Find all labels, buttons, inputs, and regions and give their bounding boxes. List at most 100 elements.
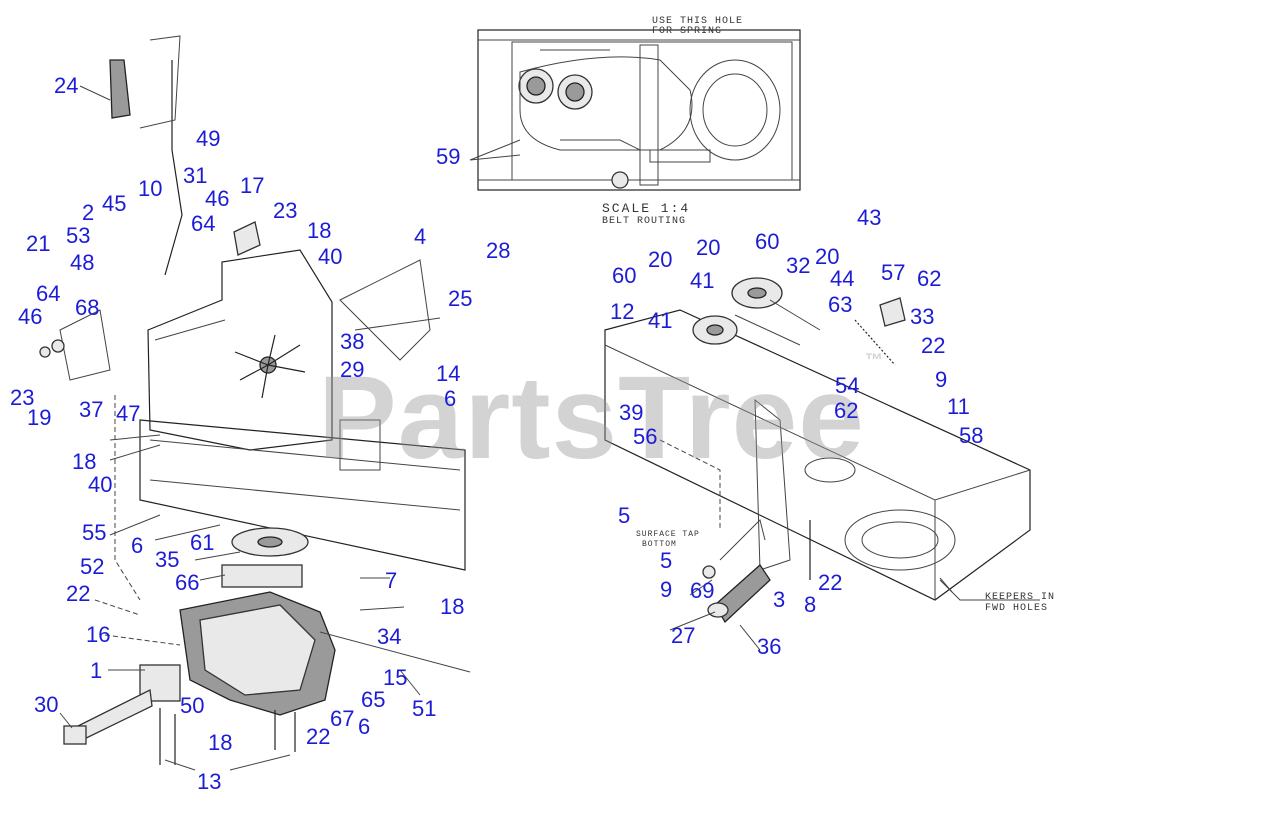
callout-17[interactable]: 17 [240,173,265,198]
callout-44[interactable]: 44 [830,266,855,291]
callout-5b[interactable]: 5 [660,548,673,573]
callout-68[interactable]: 68 [75,295,100,320]
callout-41[interactable]: 41 [690,268,715,293]
callout-64b[interactable]: 64 [36,281,61,306]
callout-46[interactable]: 46 [205,186,230,211]
callout-58[interactable]: 58 [959,423,984,448]
callout-23[interactable]: 23 [273,198,298,223]
callout-35[interactable]: 35 [155,547,180,572]
callout-51[interactable]: 51 [412,696,437,721]
callout-55[interactable]: 55 [82,520,107,545]
callout-10[interactable]: 10 [138,176,163,201]
callout-6b[interactable]: 6 [131,533,144,558]
callout-52[interactable]: 52 [80,554,105,579]
belt-routing-inset [477,29,801,191]
callout-48[interactable]: 48 [70,250,95,275]
scale-note: SCALE 1:4 [602,201,691,216]
callout-41b[interactable]: 41 [648,308,673,333]
use-hole-note-2: FOR SPRING [652,26,723,37]
callout-3[interactable]: 3 [773,587,786,612]
callout-60[interactable]: 60 [755,229,780,254]
callout-11[interactable]: 11 [947,394,970,419]
callout-20[interactable]: 20 [696,235,721,260]
callout-19[interactable]: 19 [27,405,52,430]
right-assembly [604,277,1040,624]
callout-22[interactable]: 22 [66,581,91,606]
callout-62[interactable]: 62 [917,266,942,291]
callout-45[interactable]: 45 [102,191,127,216]
callout-47[interactable]: 47 [116,401,141,426]
callout-15[interactable]: 15 [383,665,408,690]
callout-40[interactable]: 40 [318,244,343,269]
callout-65[interactable]: 65 [361,687,386,712]
callout-21[interactable]: 21 [26,231,51,256]
callout-22b[interactable]: 22 [306,724,331,749]
callout-20b[interactable]: 20 [648,247,673,272]
callout-57[interactable]: 57 [881,260,906,285]
callout-16[interactable]: 16 [86,622,111,647]
callout-63[interactable]: 63 [828,292,853,317]
callout-14[interactable]: 14 [436,361,461,386]
callout-46b[interactable]: 46 [18,304,43,329]
leader-lines [59,85,953,771]
callout-13[interactable]: 13 [197,769,222,794]
callout-6[interactable]: 6 [444,386,457,411]
callout-2[interactable]: 2 [82,200,95,225]
callout-49[interactable]: 49 [196,126,221,151]
callout-20c[interactable]: 20 [815,244,840,269]
callout-12[interactable]: 12 [610,299,635,324]
callout-22d[interactable]: 22 [818,570,843,595]
callout-9[interactable]: 9 [935,367,948,392]
belt-routing-note: BELT ROUTING [602,216,687,227]
callout-27[interactable]: 27 [671,623,696,648]
callout-62b[interactable]: 62 [834,398,859,423]
watermark: PartsTree™ [318,350,884,484]
callout-29[interactable]: 29 [340,357,365,382]
callout-32[interactable]: 32 [786,253,811,278]
callout-18[interactable]: 18 [307,218,332,243]
callout-9b[interactable]: 9 [660,577,673,602]
callout-31[interactable]: 31 [183,163,208,188]
callout-69[interactable]: 69 [690,578,715,603]
callout-33[interactable]: 33 [910,304,935,329]
callout-18c[interactable]: 18 [440,594,465,619]
callout-23b[interactable]: 23 [10,385,35,410]
callout-64[interactable]: 64 [191,211,216,236]
callout-22c[interactable]: 22 [921,333,946,358]
callout-59[interactable]: 59 [436,144,461,169]
callout-50[interactable]: 50 [180,693,205,718]
left-assembly [39,35,471,765]
callout-39[interactable]: 39 [619,400,644,425]
callout-4[interactable]: 4 [414,224,427,249]
callout-43[interactable]: 43 [857,205,882,230]
callout-5[interactable]: 5 [618,503,631,528]
callout-28[interactable]: 28 [486,238,511,263]
callout-18d[interactable]: 18 [208,730,233,755]
callout-36[interactable]: 36 [757,634,782,659]
surface-tap-note: SURFACE TAP [636,530,700,539]
callout-37[interactable]: 37 [79,397,104,422]
callout-30[interactable]: 30 [34,692,59,717]
callout-60b[interactable]: 60 [612,263,637,288]
callout-7[interactable]: 7 [385,568,398,593]
callout-67[interactable]: 67 [330,706,355,731]
surface-tap-note-2: BOTTOM [642,540,677,549]
callout-18b[interactable]: 18 [72,449,97,474]
callout-53[interactable]: 53 [66,223,91,248]
keepers-note: KEEPERS IN [985,592,1056,603]
callout-66[interactable]: 66 [175,570,200,595]
callout-40b[interactable]: 40 [88,472,113,497]
callout-25[interactable]: 25 [448,286,473,311]
callout-38[interactable]: 38 [340,329,365,354]
callout-54[interactable]: 54 [835,373,860,398]
callout-61[interactable]: 61 [190,530,215,555]
callout-6c[interactable]: 6 [358,714,371,739]
use-hole-note: USE THIS HOLE [652,16,744,27]
callout-56[interactable]: 56 [633,424,658,449]
callout-34[interactable]: 34 [377,624,402,649]
callout-24[interactable]: 24 [54,73,79,98]
callout-8[interactable]: 8 [804,592,817,617]
callout-1[interactable]: 1 [90,658,103,683]
